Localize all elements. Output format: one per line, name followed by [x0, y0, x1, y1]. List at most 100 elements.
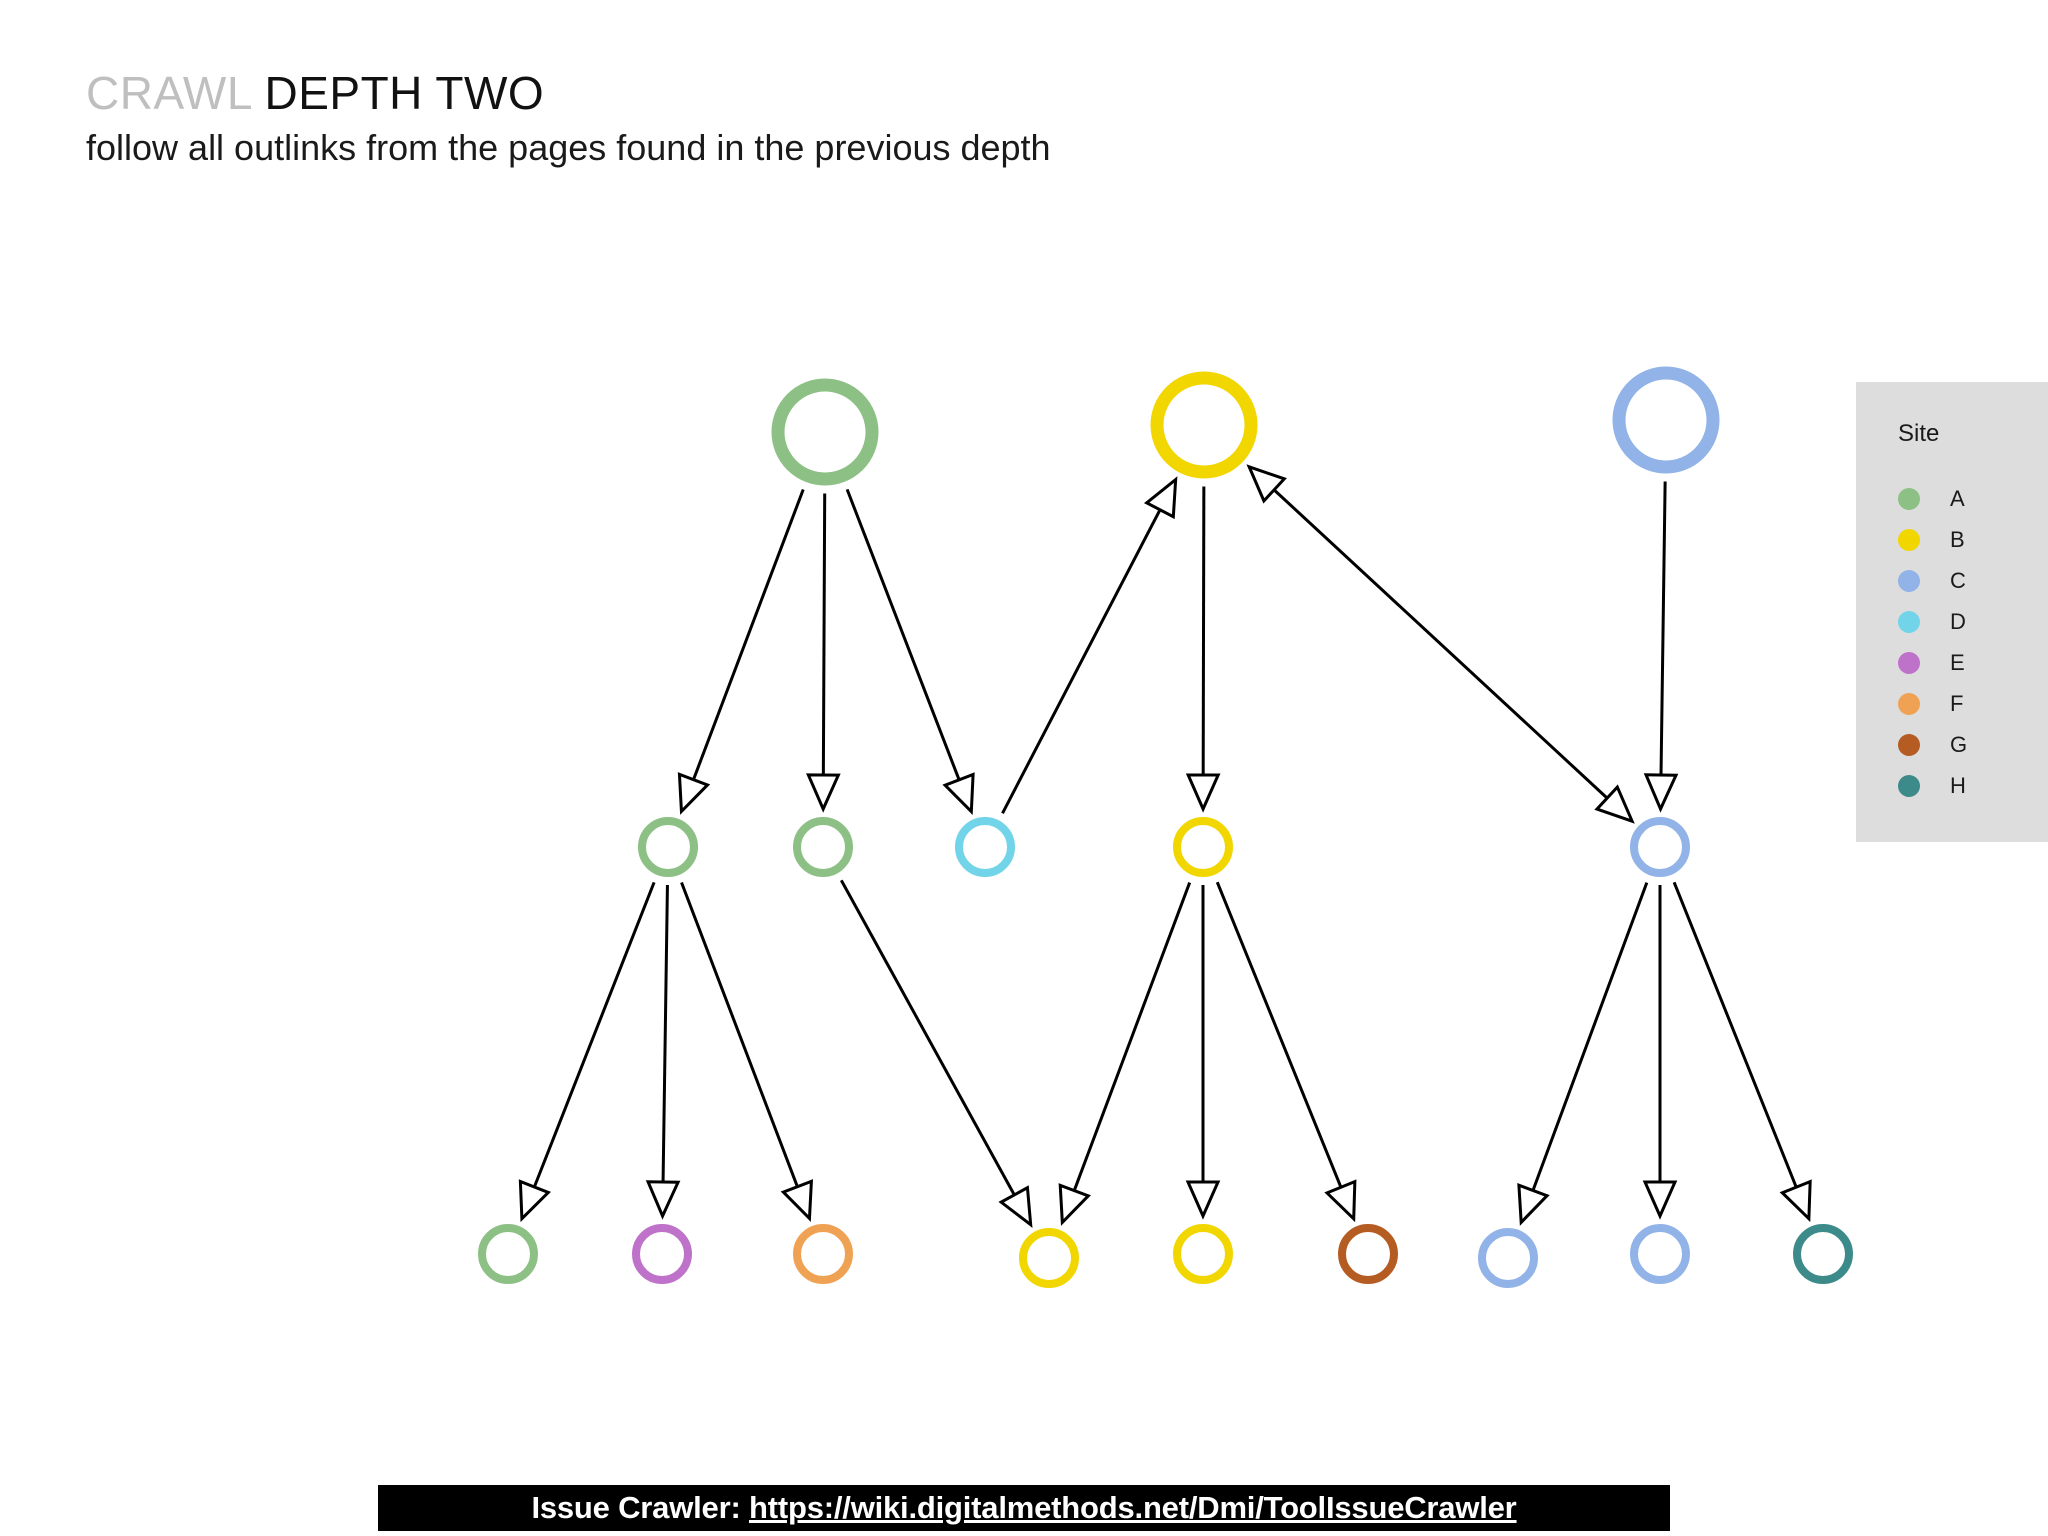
graph-edge-n1b-to-n2b1 — [1058, 882, 1192, 1226]
arrowhead-icon — [518, 1179, 551, 1223]
page-subtitle: follow all outlinks from the pages found… — [86, 127, 1051, 168]
arrowhead-icon — [1779, 1179, 1812, 1223]
arrowhead-icon — [1642, 1180, 1678, 1220]
legend-item-label: A — [1950, 485, 1965, 511]
graph-node-n2c2[interactable] — [1630, 1224, 1690, 1284]
legend-item-a[interactable]: A — [1898, 478, 2048, 519]
page-title-prefix: CRAWL — [86, 67, 252, 119]
arrowhead-icon — [677, 772, 711, 815]
edge-line — [661, 884, 669, 1183]
graph-node-n1b[interactable] — [1173, 817, 1233, 877]
edge-line — [1659, 481, 1667, 776]
legend-item-label: D — [1950, 608, 1966, 634]
graph-node-n1a2[interactable] — [793, 817, 853, 877]
graph-node-n1d[interactable] — [955, 817, 1015, 877]
legend-item-g[interactable]: G — [1898, 724, 2048, 765]
graph-node-n1c[interactable] — [1630, 817, 1690, 877]
legend-item-e[interactable]: E — [1898, 642, 2048, 683]
graph-edge-n0a-to-n1a2 — [806, 493, 841, 813]
graph-edge-n1d-to-n0b — [1001, 476, 1178, 814]
arrowhead-icon — [1324, 1179, 1357, 1223]
arrowhead-icon — [806, 773, 841, 813]
edge-line — [1672, 881, 1798, 1188]
graph-node-n2b2[interactable] — [1173, 1224, 1233, 1284]
legend-item-h[interactable]: H — [1898, 765, 2048, 806]
legend-item-d[interactable]: D — [1898, 601, 2048, 642]
graph-edge-n0a-to-n1d — [845, 488, 975, 816]
legend-swatch-icon — [1898, 528, 1920, 551]
arrowhead-icon — [1185, 1180, 1221, 1220]
slide-header: CRAWL DEPTH TWO follow all outlinks from… — [86, 66, 1586, 170]
legend-swatch-icon — [1898, 569, 1920, 592]
issue-crawler-link[interactable]: https://wiki.digitalmethods.net/Dmi/Tool… — [748, 1490, 1517, 1525]
graph-edge-n1b-to-n2b2 — [1185, 885, 1221, 1220]
edge-line — [680, 881, 799, 1188]
edge-line — [1072, 882, 1192, 1192]
legend-item-c[interactable]: C — [1898, 560, 2048, 601]
legend-swatch-icon — [1898, 733, 1920, 756]
edge-layer — [518, 464, 1812, 1228]
graph-node-n2a[interactable] — [478, 1224, 538, 1284]
graph-node-n2g[interactable] — [1338, 1224, 1398, 1284]
edge-line — [1001, 509, 1162, 814]
graph-node-n2e[interactable] — [632, 1224, 692, 1284]
legend-swatch-icon — [1898, 610, 1920, 633]
graph-edge-n1a1-to-n2e — [645, 884, 681, 1220]
graph-edge-n0a-to-n1a1 — [677, 488, 805, 815]
graph-edge-n1c-to-n2h — [1672, 881, 1812, 1223]
graph-node-n0a[interactable] — [771, 378, 879, 486]
edge-line — [532, 881, 656, 1188]
arrowhead-icon — [1246, 464, 1287, 504]
arrowhead-icon — [645, 1180, 681, 1220]
legend-item-label: G — [1950, 731, 1968, 757]
footer-url-bar: Issue Crawler: https://wiki.digitalmetho… — [378, 1485, 1670, 1531]
graph-edge-n1a1-to-n2a — [518, 881, 656, 1223]
edge-line — [839, 879, 1016, 1196]
graph-node-n1a1[interactable] — [638, 817, 698, 877]
node-layer — [478, 366, 1853, 1288]
graph-node-n2c1[interactable] — [1478, 1228, 1538, 1288]
legend-item-b[interactable]: B — [1898, 519, 2048, 560]
edge-line — [821, 493, 827, 776]
graph-node-n0c[interactable] — [1612, 366, 1720, 474]
graph-node-n2b1[interactable] — [1019, 1228, 1079, 1288]
graph-edge-n0b-to-n1c — [1246, 464, 1635, 824]
footer-text: Issue Crawler: https://wiki.digitalmetho… — [531, 1490, 1516, 1526]
arrowhead-icon — [1643, 773, 1679, 813]
legend-item-label: B — [1950, 526, 1965, 552]
graph-edge-n1c-to-n2c1 — [1517, 882, 1649, 1226]
arrowhead-icon — [1517, 1183, 1550, 1226]
graph-node-n0b[interactable] — [1150, 371, 1258, 479]
edge-line — [1201, 486, 1206, 776]
graph-edge-n0b-to-n1b — [1185, 486, 1221, 813]
page-title-main: DEPTH TWO — [264, 67, 545, 119]
graph-edge-n1a1-to-n2f — [680, 881, 814, 1222]
arrowhead-icon — [1185, 773, 1221, 813]
edge-line — [845, 488, 961, 781]
graph-edge-n0c-to-n1c — [1643, 481, 1679, 813]
arrowhead-icon — [780, 1179, 814, 1222]
legend-item-f[interactable]: F — [1898, 683, 2048, 724]
legend-item-label: F — [1950, 690, 1964, 716]
legend-swatch-icon — [1898, 692, 1920, 715]
legend-swatch-icon — [1898, 487, 1920, 510]
graph-node-n2f[interactable] — [793, 1224, 853, 1284]
legend-item-label: E — [1950, 649, 1965, 675]
legend-item-label: C — [1950, 567, 1966, 593]
graph-node-n2h[interactable] — [1793, 1224, 1853, 1284]
footer-prefix: Issue Crawler: — [531, 1490, 749, 1525]
legend-swatch-icon — [1898, 651, 1920, 674]
legend-item-label: H — [1950, 772, 1966, 798]
graph-edge-n1a2-to-n2b1 — [839, 879, 1033, 1228]
graph-edge-n1c-to-n2c2 — [1642, 885, 1678, 1220]
arrowhead-icon — [1058, 1183, 1091, 1226]
legend-swatch-icon — [1898, 774, 1920, 797]
edge-line — [1215, 881, 1343, 1188]
arrowhead-icon — [1594, 784, 1635, 824]
legend-title: Site — [1898, 420, 1940, 447]
edge-line — [1273, 488, 1609, 800]
